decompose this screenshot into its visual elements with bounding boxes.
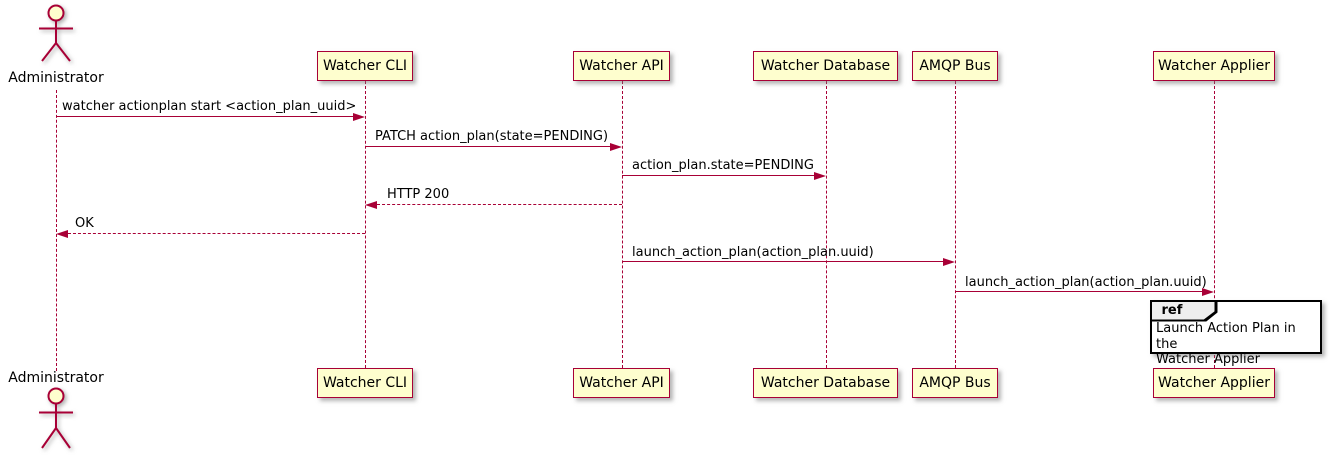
participant-watcher-api: Watcher API [573,51,670,81]
participant-watcher-database: Watcher Database [753,51,898,81]
message-label: OK [75,216,94,231]
message-label: HTTP 200 [387,187,450,202]
arrowhead-icon [353,112,365,121]
arrowhead-icon [1202,287,1214,296]
actor-icon-bottom [39,387,73,449]
message-arrow [365,146,611,147]
actor-label-bottom: Administrator [8,370,104,386]
ref-tab: ref [1151,301,1218,322]
ref-keyword: ref [1151,301,1215,320]
arrowhead-icon [365,200,377,209]
participant-watcher-applier: Watcher Applier [1153,51,1275,81]
message-arrow [68,233,365,234]
actor-label: Administrator [8,70,104,86]
message-label: PATCH action_plan(state=PENDING) [375,129,609,144]
participant-amqp-bus-bottom: AMQP Bus [912,368,998,398]
message-label: watcher actionplan start <action_plan_uu… [62,99,357,114]
lifeline-watcher-api [621,81,623,368]
message-arrow [56,116,354,117]
ref-text-line2: Watcher Applier [1156,352,1260,367]
participant-watcher-cli: Watcher CLI [317,51,413,81]
message-label: action_plan.state=PENDING [632,158,814,173]
participant-watcher-database-bottom: Watcher Database [753,368,898,398]
participant-amqp-bus: AMQP Bus [912,51,998,81]
participant-watcher-applier-bottom: Watcher Applier [1153,368,1275,398]
actor-icon [39,4,73,62]
ref-text-line1: Launch Action Plan in the [1156,321,1296,352]
participant-watcher-cli-bottom: Watcher CLI [317,368,413,398]
message-arrow [622,175,815,176]
message-arrow [377,204,622,205]
ref-body: Launch Action Plan in the Watcher Applie… [1156,321,1318,368]
participant-watcher-api-bottom: Watcher API [573,368,670,398]
lifeline-watcher-cli [364,81,366,368]
ref-fragment: ref Launch Action Plan in the Watcher Ap… [1150,300,1322,367]
lifeline-watcher-applier [1213,81,1215,368]
arrowhead-icon [943,257,955,266]
lifeline-watcher-database [825,81,827,368]
message-label: launch_action_plan(action_plan.uuid) [632,245,874,260]
lifeline-amqp-bus [954,81,956,368]
message-label: launch_action_plan(action_plan.uuid) [965,275,1207,290]
arrowhead-icon [56,229,68,238]
message-arrow [622,261,943,262]
arrowhead-icon [814,171,826,180]
arrowhead-icon [610,142,622,151]
message-arrow [955,291,1202,292]
